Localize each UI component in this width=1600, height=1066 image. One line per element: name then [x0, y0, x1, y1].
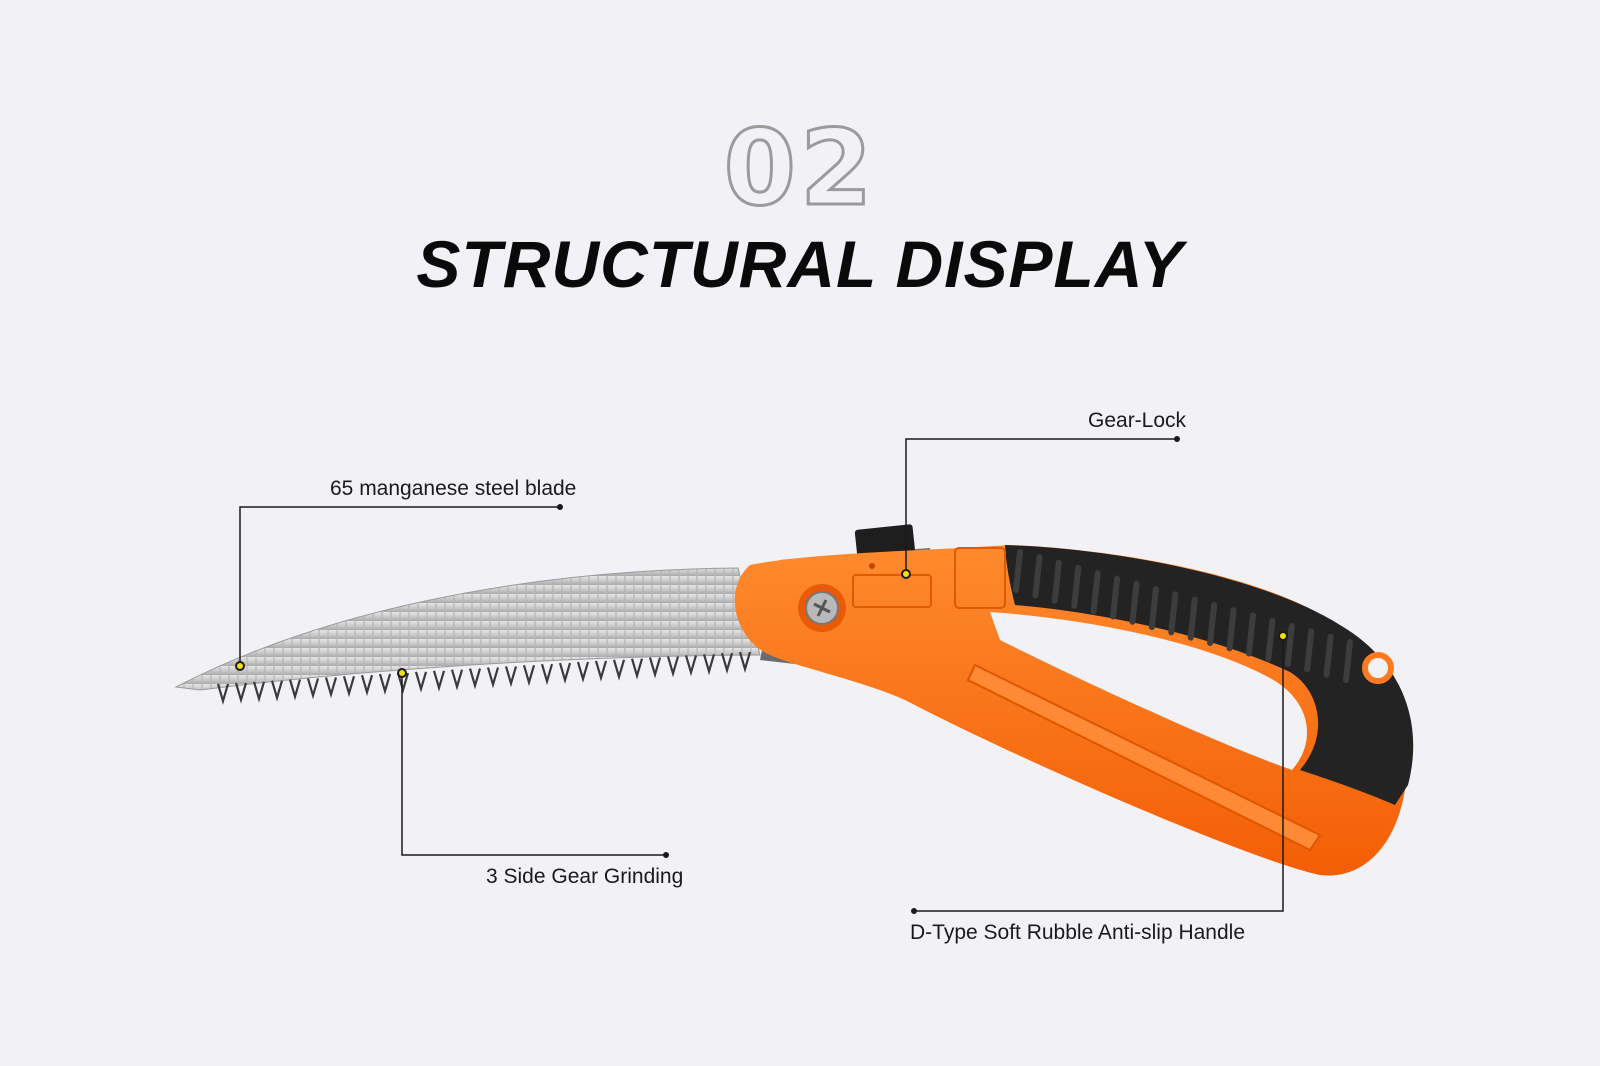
grip-transition-plate: [954, 547, 1006, 609]
handle-slot: [966, 663, 1322, 852]
lock-button: [852, 574, 932, 608]
blade-marker-icon: [235, 661, 245, 671]
section-number: 02: [722, 107, 877, 229]
blade-teeth: [216, 651, 752, 705]
callout-markers: [235, 569, 1288, 678]
saw-handle: [734, 545, 1414, 876]
gear-lock-marker-icon: [901, 569, 911, 579]
teeth-marker-icon: [397, 668, 407, 678]
callout-gear-lock: Gear-Lock: [1088, 409, 1187, 432]
handle-marker-icon: [1278, 631, 1288, 641]
handle-opening: [990, 612, 1308, 770]
callout-endpoints: [557, 436, 1180, 914]
callout-handle: D-Type Soft Rubble Anti-slip Handle: [910, 921, 1246, 944]
callout-teeth: 3 Side Gear Grinding: [486, 865, 684, 888]
lock-tab: [854, 524, 916, 560]
section-title: STRUCTURAL DISPLAY: [416, 227, 1184, 301]
callout-lines: [239, 438, 1284, 912]
hang-hole: [1362, 652, 1394, 684]
callout-blade: 65 manganese steel blade: [330, 477, 577, 500]
rubber-grip: [1005, 545, 1414, 805]
pivot-screw: [798, 584, 846, 632]
saw-blade: [174, 567, 761, 705]
grip-ribs: [1013, 549, 1353, 683]
